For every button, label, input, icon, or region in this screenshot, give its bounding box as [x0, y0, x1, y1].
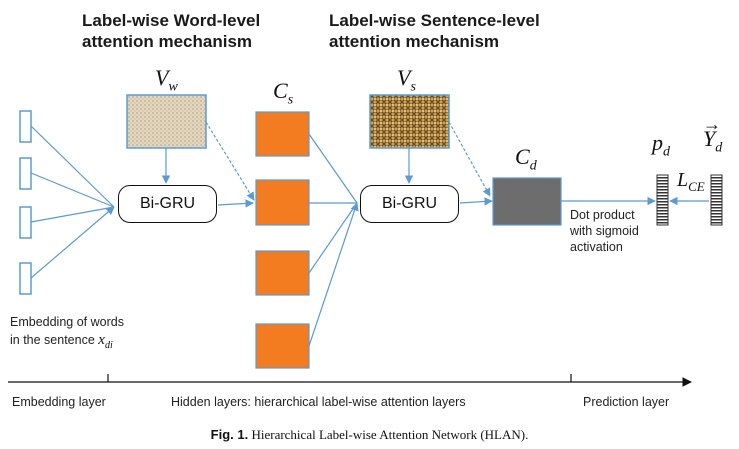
- yd-symbol: → Yd: [703, 114, 723, 156]
- figure-caption: Fig. 1. Hierarchical Label-wise Attentio…: [210, 427, 529, 442]
- sentence-box: [255, 250, 310, 296]
- sentence-level-heading: Label-wise Sentence-level attention mech…: [329, 11, 540, 51]
- document-representation: [492, 177, 562, 226]
- word-input-connections: [30, 125, 115, 279]
- hidden-layers-label: Hidden layers: hierarchical label-wise a…: [171, 395, 466, 409]
- prediction-vector: [656, 174, 669, 226]
- vector-arrow-icon: →: [703, 114, 721, 134]
- word-embedding-box: [19, 206, 32, 239]
- word-embedding-box: [19, 110, 32, 143]
- vs-attention-matrix: [369, 94, 450, 149]
- word-embedding-annotation: Embedding of words in the sentence xdi: [10, 315, 124, 351]
- dot-product-annotation: Dot product with sigmoid activation: [570, 208, 639, 254]
- vw-symbol: Vw: [155, 65, 178, 95]
- sentence-box: [255, 323, 310, 369]
- word-embedding-box: [19, 157, 32, 190]
- word-embedding-box: [19, 262, 32, 295]
- cd-symbol: Cd: [515, 144, 537, 174]
- vs-symbol: Vs: [397, 65, 416, 95]
- pd-symbol: pd: [652, 130, 670, 160]
- prediction-layer-label: Prediction layer: [583, 395, 670, 409]
- lce-symbol: LCE: [677, 169, 705, 194]
- sentence-representations: [255, 111, 310, 369]
- word-embedding-boxes: [19, 110, 32, 295]
- sentence-box: [255, 179, 310, 226]
- embedding-layer-label: Embedding layer: [12, 395, 106, 409]
- label-vector: [710, 174, 723, 226]
- word-bigru-block: Bi-GRU: [118, 185, 217, 223]
- vw-attention-matrix: [126, 94, 207, 149]
- cs-symbol: Cs: [273, 78, 294, 108]
- sentence-bigru-block: Bi-GRU: [360, 185, 459, 223]
- word-level-heading: Label-wise Word-level attention mechanis…: [82, 11, 261, 51]
- sentence-input-connections: [308, 133, 359, 347]
- sentence-box: [255, 111, 310, 157]
